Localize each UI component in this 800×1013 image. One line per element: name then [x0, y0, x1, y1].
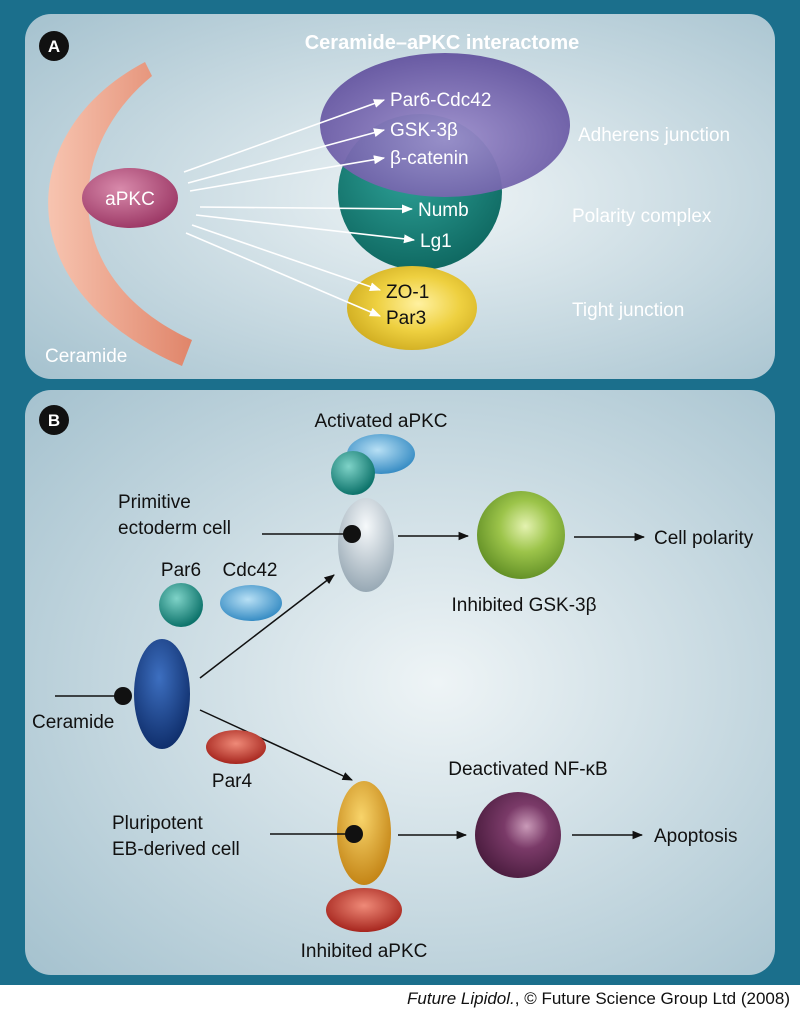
cell-polarity-label: Cell polarity	[654, 528, 754, 549]
ceramide-label-a: Ceramide	[45, 346, 127, 367]
arrow-to-activated-apkc	[199, 574, 335, 679]
par6-cdc42-label: Par6-Cdc42	[390, 90, 491, 111]
cdc42-oval	[220, 585, 282, 621]
ceramide-dot	[114, 687, 132, 705]
pluripotent-cell-dot	[345, 825, 363, 843]
arrow-to-bcatenin	[189, 155, 386, 192]
deactivated-nfkb-sphere	[475, 792, 561, 878]
activated-par6-ball	[331, 451, 375, 495]
inhibited-gsk3b-sphere	[477, 491, 565, 579]
panel-a-title: Ceramide–aPKC interactome	[305, 32, 580, 54]
panel-b-badge	[39, 405, 69, 435]
par3-label: Par3	[386, 308, 426, 329]
arrow-to-numb	[199, 204, 414, 214]
primitive-label-line2: ectoderm cell	[118, 518, 231, 539]
arrow-to-par3	[185, 232, 382, 317]
inhibiting-par4-oval	[326, 888, 402, 932]
arrow-to-lg1	[195, 214, 416, 244]
inhibited-apkc-label: Inhibited aPKC	[301, 941, 428, 962]
par6-label: Par6	[161, 560, 201, 581]
primitive-cell-dot	[343, 525, 361, 543]
pluripotent-label-line1: Pluripotent	[112, 813, 204, 834]
numb-label: Numb	[418, 200, 469, 221]
par4-oval	[206, 730, 266, 764]
zo1-label: ZO-1	[386, 282, 429, 303]
panel-b-badge-letter: B	[48, 411, 60, 430]
apkc-oval-a	[82, 168, 178, 228]
credit-journal: Future Lipidol.	[407, 989, 515, 1008]
arrow-to-inhibited-apkc	[199, 709, 353, 781]
par4-label: Par4	[212, 771, 253, 792]
panel-a-badge	[39, 31, 69, 61]
inhibited-gsk3b-label: Inhibited GSK-3β	[451, 595, 596, 616]
apoptosis-label: Apoptosis	[654, 826, 737, 847]
arrow-to-zo1	[191, 224, 382, 291]
ceramide-label-b: Ceramide	[32, 712, 114, 733]
primitive-label-line1: Primitive	[118, 492, 191, 513]
gsk3b-label: GSK-3β	[390, 120, 458, 141]
lg1-label: Lg1	[420, 231, 452, 252]
apkc-interaction-arrows	[183, 99, 416, 317]
tight-junction-label: Tight junction	[572, 300, 684, 321]
par6-ball	[159, 583, 203, 627]
apkc-oval-b	[134, 639, 190, 749]
diagram-svg: A Ceramide–aPKC interactome Ceramide aPK…	[25, 14, 775, 975]
pluripotent-label-line2: EB-derived cell	[112, 839, 240, 860]
bcatenin-label: β-catenin	[390, 148, 469, 169]
activated-apkc-label: Activated aPKC	[314, 411, 447, 432]
credit-copyright: , © Future Science Group Ltd (2008)	[514, 989, 790, 1008]
activated-apkc-oval	[338, 498, 394, 592]
polarity-complex-label: Polarity complex	[572, 206, 712, 227]
figure-credit: Future Lipidol., © Future Science Group …	[0, 985, 790, 1013]
panel-a-badge-letter: A	[48, 37, 60, 56]
arrow-to-par6cdc42	[183, 99, 386, 173]
deactivated-nfkb-label: Deactivated NF-κB	[448, 759, 607, 780]
inhibited-apkc-oval	[337, 781, 391, 885]
ceramide-membrane-arc	[48, 62, 192, 366]
adherens-junction-label: Adherens junction	[578, 125, 730, 146]
arrow-to-gsk3b	[187, 128, 386, 184]
cdc42-label: Cdc42	[223, 560, 278, 581]
apkc-label-a: aPKC	[105, 189, 155, 210]
